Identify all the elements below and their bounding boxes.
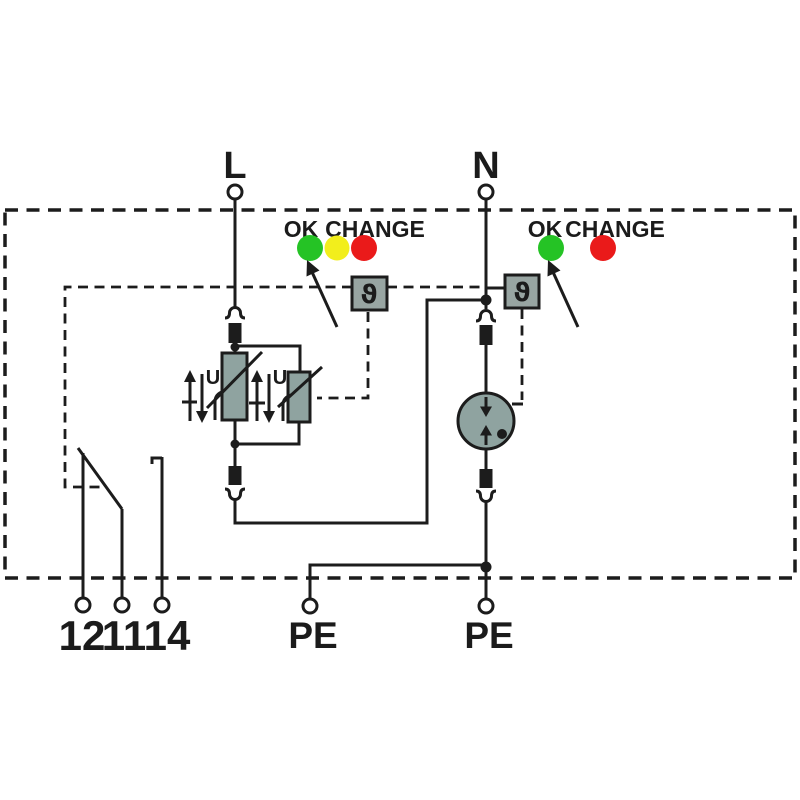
gdt-down-arrow-icon: [480, 406, 492, 417]
terminal-pe-left: [301, 597, 319, 615]
pe-left-link-wire: [308, 563, 484, 599]
label-l: L: [223, 145, 246, 187]
gdt-up-arrow-icon: [480, 425, 492, 436]
n-thermal-fuse-top: [479, 325, 493, 345]
led-pointer-arrow-left-shaft: [310, 271, 339, 328]
contact-14-fixed-hook: [150, 456, 162, 464]
contact-moving-arm: [76, 447, 124, 510]
theta-symbol-left: ϑ: [360, 280, 377, 310]
l-thermal-fuse-bottom: [228, 466, 242, 485]
led-red-right: [590, 235, 616, 261]
led-green-right: [538, 235, 564, 261]
label-11: 11: [102, 612, 146, 659]
l-disconnector-arc-bottom: [224, 487, 246, 501]
monitor-link-to-varistor: [317, 312, 370, 400]
terminal-14: [153, 596, 171, 614]
varistor-left-down-arrow-icon: [196, 411, 208, 423]
varistor-right-characteristic-hook: [281, 393, 292, 421]
varistor-left-up-arrow-icon: [184, 370, 196, 382]
terminal-12: [74, 596, 92, 614]
label-n: N: [472, 145, 499, 187]
varistor-right-down-arrow-icon: [263, 411, 275, 423]
enclosure-dashed-border: [3, 208, 797, 580]
terminal-11: [113, 596, 131, 614]
n-thermal-fuse-bottom: [479, 469, 493, 488]
n-disconnector-arc-bottom: [475, 489, 497, 503]
varistor-left-characteristic-hook: [213, 390, 224, 420]
change-label-right: CHANGE: [565, 216, 665, 242]
terminal-pe-right: [477, 597, 495, 615]
varistor-left-body: [220, 351, 249, 422]
varistor-left-u-label: U: [206, 367, 220, 389]
varistor-right-top-lead: [235, 344, 302, 372]
l-to-n-return-wire: [233, 298, 481, 525]
label-12: 12: [59, 612, 106, 659]
varistor-right-u-label: U: [273, 367, 287, 389]
led-pointer-arrow-right-shaft: [551, 271, 580, 328]
n-disconnector-arc-top: [475, 309, 497, 323]
gdt-gas-filled-dot: [497, 429, 507, 439]
led-pointer-arrow-right-icon: [547, 260, 561, 277]
thermal-monitor-box-right: [503, 273, 541, 310]
varistor-right-bottom-lead: [235, 422, 301, 446]
pe-junction-dot: [480, 561, 492, 573]
terminal-n: [477, 183, 495, 201]
led-yellow-left: [324, 235, 350, 261]
l-disconnector-arc-top: [224, 306, 246, 320]
theta-symbol-right: ϑ: [513, 278, 530, 308]
label-14: 14: [144, 612, 191, 659]
led-pointer-arrow-left-icon: [306, 260, 320, 277]
varistor-right-up-arrow-icon: [251, 370, 263, 382]
thermal-monitor-box-left: [350, 275, 389, 312]
led-green-left: [297, 235, 323, 261]
terminal-l: [226, 183, 244, 201]
label-pe-right: PE: [464, 615, 513, 656]
l-thermal-fuse-top: [228, 323, 242, 343]
label-pe-left: PE: [288, 615, 337, 656]
led-red-left: [351, 235, 377, 261]
